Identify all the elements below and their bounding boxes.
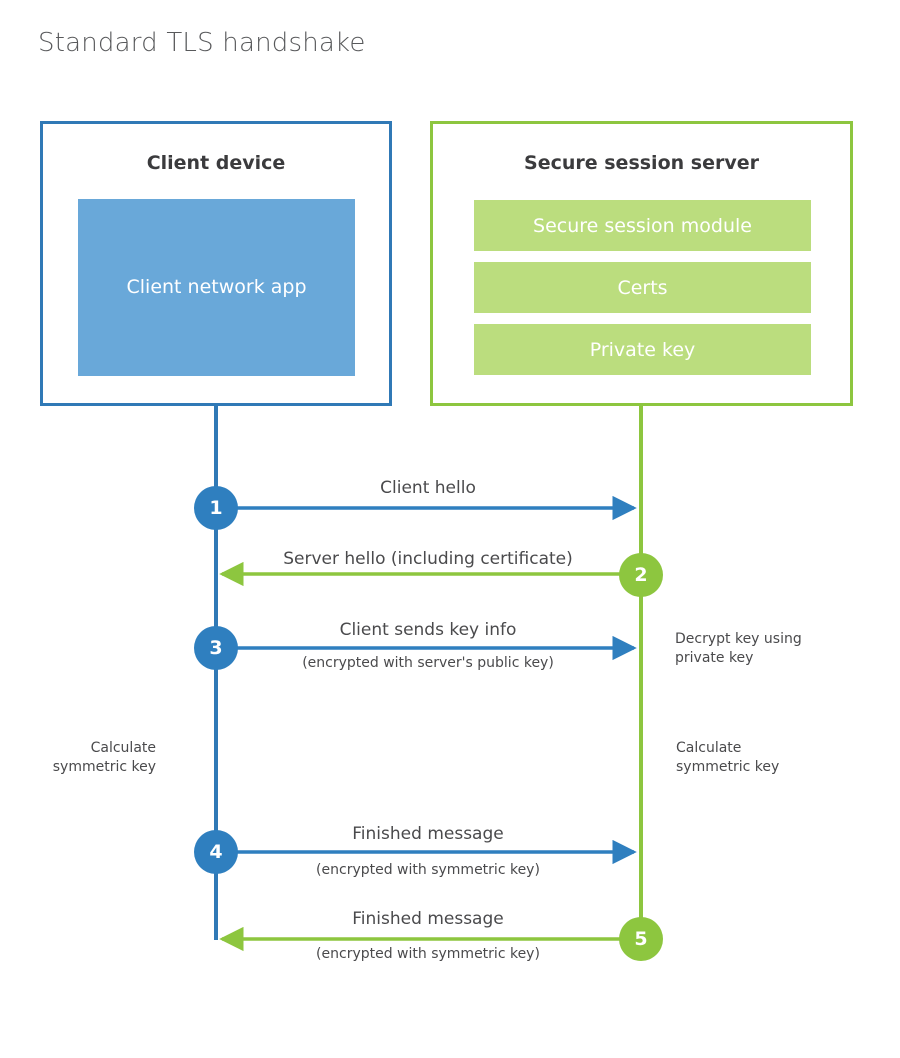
server-component-label: Secure session module: [533, 214, 752, 237]
step-marker-2[interactable]: 2: [619, 553, 663, 597]
step-marker-5[interactable]: 5: [619, 917, 663, 961]
message-label-step-5: Finished message: [352, 909, 504, 929]
step-number: 5: [634, 928, 648, 950]
message-label-step-3: Client sends key info: [339, 620, 517, 640]
step-number: 1: [209, 497, 223, 519]
step-marker-1[interactable]: 1: [194, 486, 238, 530]
step-number: 3: [209, 637, 223, 659]
note-line: Calculate: [676, 740, 742, 756]
server-component-label: Private key: [589, 338, 696, 361]
secure-session-server-title: Secure session server: [524, 152, 759, 174]
client-lifeline: [214, 406, 218, 940]
note-line: symmetric key: [676, 758, 780, 775]
message-label-step-1: Client hello: [380, 478, 476, 498]
note-server-decrypt: Decrypt key using private key: [675, 630, 865, 668]
server-component-private-key: Private key: [474, 324, 811, 375]
server-component-list: Secure session module Certs Private key: [474, 200, 811, 375]
client-network-app-label: Client network app: [126, 275, 307, 298]
message-sublabel-step-3: (encrypted with server's public key): [302, 655, 554, 671]
note-line: symmetric key: [52, 758, 156, 775]
message-sublabel-step-4: (encrypted with symmetric key): [316, 862, 540, 878]
server-component-certs: Certs: [474, 262, 811, 313]
client-device-box: Client device Client network app: [40, 121, 392, 406]
secure-session-server-box: Secure session server Secure session mod…: [430, 121, 853, 406]
server-component-label: Certs: [617, 276, 668, 299]
step-number: 4: [209, 841, 223, 863]
page-title: Standard TLS handshake: [38, 28, 366, 58]
server-lifeline: [639, 406, 643, 940]
step-marker-3[interactable]: 3: [194, 626, 238, 670]
note-line: Decrypt key using: [675, 631, 802, 647]
note-client-calculate-symmetric-key: Calculate symmetric key: [0, 739, 156, 777]
server-component-secure-session-module: Secure session module: [474, 200, 811, 251]
step-marker-4[interactable]: 4: [194, 830, 238, 874]
client-device-title: Client device: [146, 152, 286, 174]
message-sublabel-step-5: (encrypted with symmetric key): [316, 946, 540, 962]
note-line: Calculate: [90, 740, 156, 756]
note-line: private key: [675, 649, 754, 666]
message-label-step-2: Server hello (including certificate): [283, 549, 573, 569]
message-label-step-4: Finished message: [352, 824, 504, 844]
step-number: 2: [634, 564, 648, 586]
note-server-calculate-symmetric-key: Calculate symmetric key: [676, 739, 866, 777]
client-network-app-block: Client network app: [78, 199, 355, 376]
